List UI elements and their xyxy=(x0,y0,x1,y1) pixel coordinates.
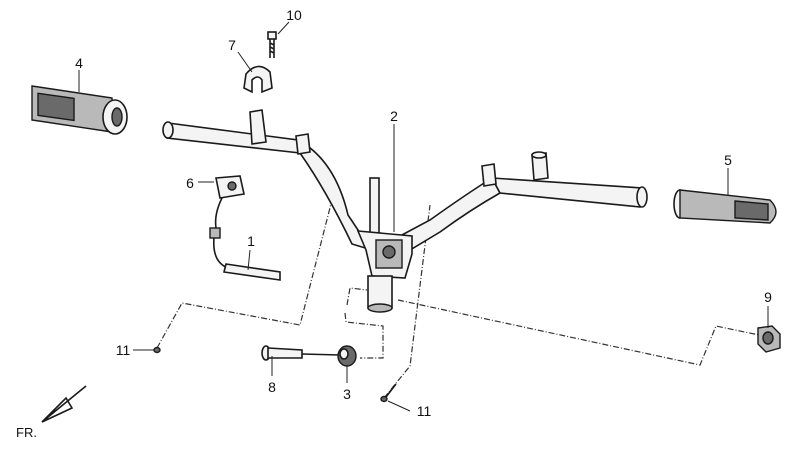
clamp-bracket-body xyxy=(243,65,273,94)
leader-10 xyxy=(277,21,290,35)
mount-tab-left xyxy=(249,109,267,145)
callout-11-right: 11 xyxy=(417,403,432,419)
cap-highlight xyxy=(339,348,349,360)
leader-lines xyxy=(78,21,769,412)
callout-8: 8 xyxy=(268,379,276,395)
screw-top-head xyxy=(267,31,277,40)
stem-bolt-hole xyxy=(382,245,396,259)
front-arrow-icon xyxy=(41,385,87,423)
front-direction-indicator: FR. xyxy=(16,385,87,440)
callout-2: 2 xyxy=(390,108,398,124)
handlebar-right-end xyxy=(636,186,648,208)
left-grip-pattern xyxy=(37,92,75,122)
leader-1 xyxy=(247,249,251,271)
small-bolt-right xyxy=(380,383,397,403)
leader-7 xyxy=(237,51,253,73)
callout-11-left: 11 xyxy=(116,342,131,358)
leader-11-right xyxy=(387,400,411,412)
nut-hole xyxy=(762,331,774,345)
guide-line-bolt-left xyxy=(156,195,334,349)
handlebar-left-section xyxy=(166,122,301,154)
front-indicator-label: FR. xyxy=(16,425,37,440)
handlebar-right-stub-top xyxy=(531,151,547,159)
handlebar-right-section xyxy=(490,177,643,208)
cable-upper xyxy=(214,197,223,229)
small-bolt-right-head xyxy=(380,395,388,403)
left-grip-flange-hole xyxy=(111,107,123,127)
lever-clamp xyxy=(209,175,281,281)
assembly-guide-lines xyxy=(156,195,765,399)
right-grip xyxy=(673,189,777,224)
stem-rod xyxy=(369,177,380,237)
screw-top xyxy=(267,31,277,58)
callout-labels: 4 7 10 2 5 6 1 11 8 3 9 11 xyxy=(75,7,772,419)
nut xyxy=(757,325,781,353)
handlebar-right-bend xyxy=(398,176,502,252)
callout-7: 7 xyxy=(228,37,236,53)
handlebar-left-end xyxy=(162,121,174,139)
right-grip-pattern xyxy=(734,200,769,221)
handlebar-tube xyxy=(162,109,648,252)
bolt-long-shank xyxy=(267,347,303,359)
callout-1: 1 xyxy=(247,233,255,249)
callout-4: 4 xyxy=(75,55,83,71)
stem-collar xyxy=(367,275,393,309)
callout-10: 10 xyxy=(286,7,302,23)
small-bolt-left-head xyxy=(153,346,161,354)
callout-5: 5 xyxy=(724,152,732,168)
callout-9: 9 xyxy=(764,289,772,305)
guide-line-stem-left xyxy=(346,287,368,306)
screw-top-thread xyxy=(269,39,275,58)
small-bolt-right-shank xyxy=(385,383,397,398)
cap xyxy=(337,345,357,367)
guide-line-nut xyxy=(397,299,765,366)
mount-tab-right xyxy=(481,163,497,187)
cable-end-rod xyxy=(223,263,281,281)
callout-6: 6 xyxy=(186,175,194,191)
mount-tab-left-2 xyxy=(295,133,311,155)
bolt-long-thread xyxy=(301,353,341,356)
bolt-long xyxy=(261,345,341,361)
lever-clamp-hole xyxy=(227,181,237,191)
clamp-bracket xyxy=(243,65,273,94)
stem-collar-bottom xyxy=(367,303,393,313)
guide-line-stem-bolt xyxy=(344,312,384,359)
stem-clamp xyxy=(356,177,413,313)
cable-fitting xyxy=(209,227,221,239)
callout-3: 3 xyxy=(343,386,351,402)
left-grip xyxy=(31,85,128,135)
small-bolt-left xyxy=(153,346,161,354)
